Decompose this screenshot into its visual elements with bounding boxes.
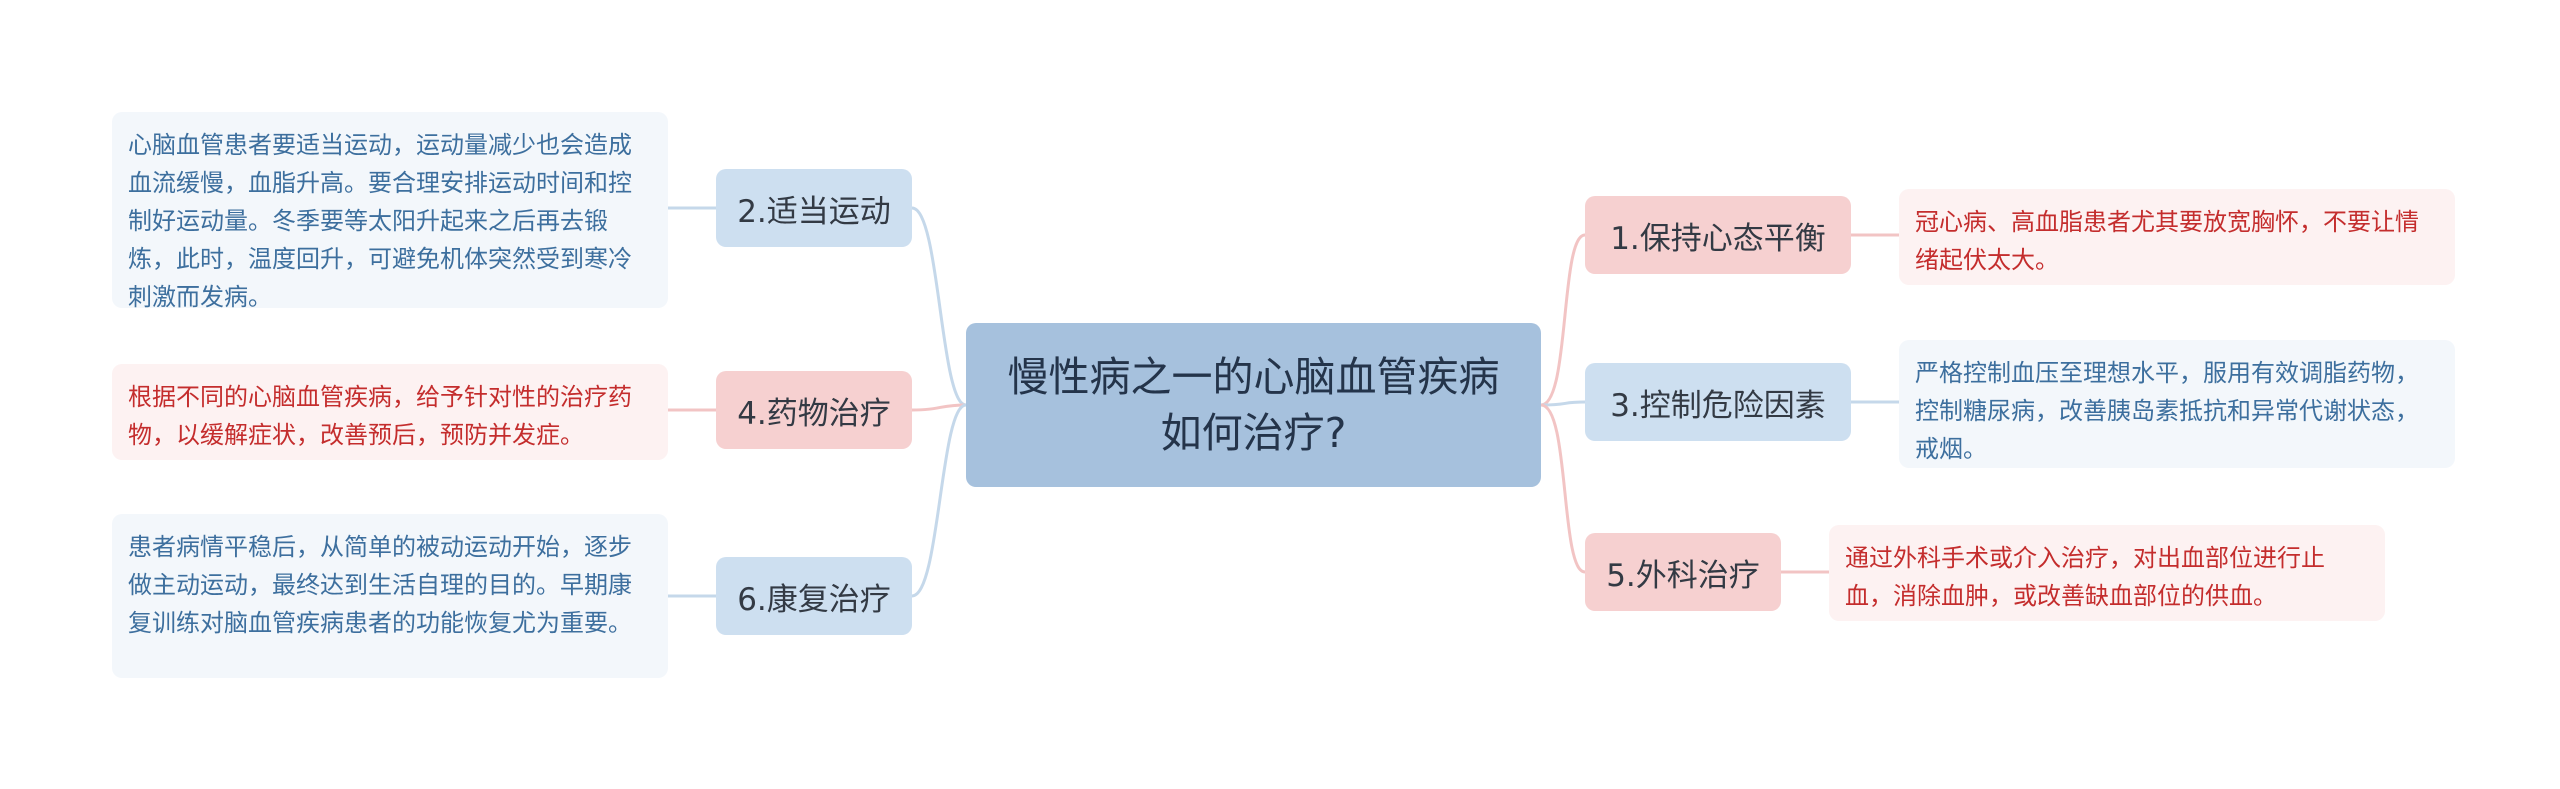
branch-2[interactable]: 2.适当运动 [716, 169, 912, 247]
detail-3[interactable]: 严格控制血压至理想水平，服用有效调脂药物，控制糖尿病，改善胰岛素抵抗和异常代谢状… [1899, 340, 2455, 468]
detail-5-text: 通过外科手术或介入治疗，对出血部位进行止血，消除血肿，或改善缺血部位的供血。 [1845, 544, 2325, 610]
detail-6-text: 患者病情平稳后，从简单的被动运动开始，逐步做主动运动，最终达到生活自理的目的。早… [128, 533, 632, 637]
detail-2[interactable]: 心脑血管患者要适当运动，运动量减少也会造成血流缓慢，血脂升高。要合理安排运动时间… [112, 112, 668, 311]
branch-3[interactable]: 3.控制危险因素 [1585, 363, 1851, 441]
branch-4[interactable]: 4.药物治疗 [716, 371, 912, 449]
connector-center-to-branch-3 [1540, 400, 1586, 407]
central-topic-title: 慢性病之一的心脑血管疾病如何治疗? [1007, 353, 1500, 457]
connector-center-to-branch-1 [1540, 233, 1586, 407]
branch-2-label: 2.适当运动 [737, 193, 891, 230]
branch-5-label: 5.外科治疗 [1606, 557, 1760, 594]
detail-1[interactable]: 冠心病、高血脂患者尤其要放宽胸怀，不要让情绪起伏太大。 [1899, 189, 2455, 285]
connector-center-to-branch-5 [1540, 403, 1586, 574]
connector-center-to-branch-6 [911, 403, 967, 598]
detail-4[interactable]: 根据不同的心脑血管疾病，给予针对性的治疗药物，以缓解症状，改善预后，预防并发症。 [112, 364, 668, 460]
central-topic[interactable]: 慢性病之一的心脑血管疾病如何治疗? [966, 323, 1541, 487]
branch-4-label: 4.药物治疗 [737, 395, 891, 432]
connector-center-to-branch-2 [911, 206, 967, 407]
branch-3-label: 3.控制危险因素 [1610, 387, 1826, 424]
branch-1-label: 1.保持心态平衡 [1610, 220, 1826, 257]
branch-6-label: 6.康复治疗 [737, 581, 891, 618]
branch-5[interactable]: 5.外科治疗 [1585, 533, 1781, 611]
connector-center-to-branch-4 [911, 403, 967, 412]
detail-5[interactable]: 通过外科手术或介入治疗，对出血部位进行止血，消除血肿，或改善缺血部位的供血。 [1829, 525, 2385, 621]
detail-2-text: 心脑血管患者要适当运动，运动量减少也会造成血流缓慢，血脂升高。要合理安排运动时间… [128, 131, 632, 311]
branch-6[interactable]: 6.康复治疗 [716, 557, 912, 635]
detail-3-text: 严格控制血压至理想水平，服用有效调脂药物，控制糖尿病，改善胰岛素抵抗和异常代谢状… [1915, 359, 2419, 463]
detail-6[interactable]: 患者病情平稳后，从简单的被动运动开始，逐步做主动运动，最终达到生活自理的目的。早… [112, 514, 668, 678]
detail-1-text: 冠心病、高血脂患者尤其要放宽胸怀，不要让情绪起伏太大。 [1915, 208, 2419, 274]
detail-4-text: 根据不同的心脑血管疾病，给予针对性的治疗药物，以缓解症状，改善预后，预防并发症。 [128, 383, 632, 449]
branch-1[interactable]: 1.保持心态平衡 [1585, 196, 1851, 274]
